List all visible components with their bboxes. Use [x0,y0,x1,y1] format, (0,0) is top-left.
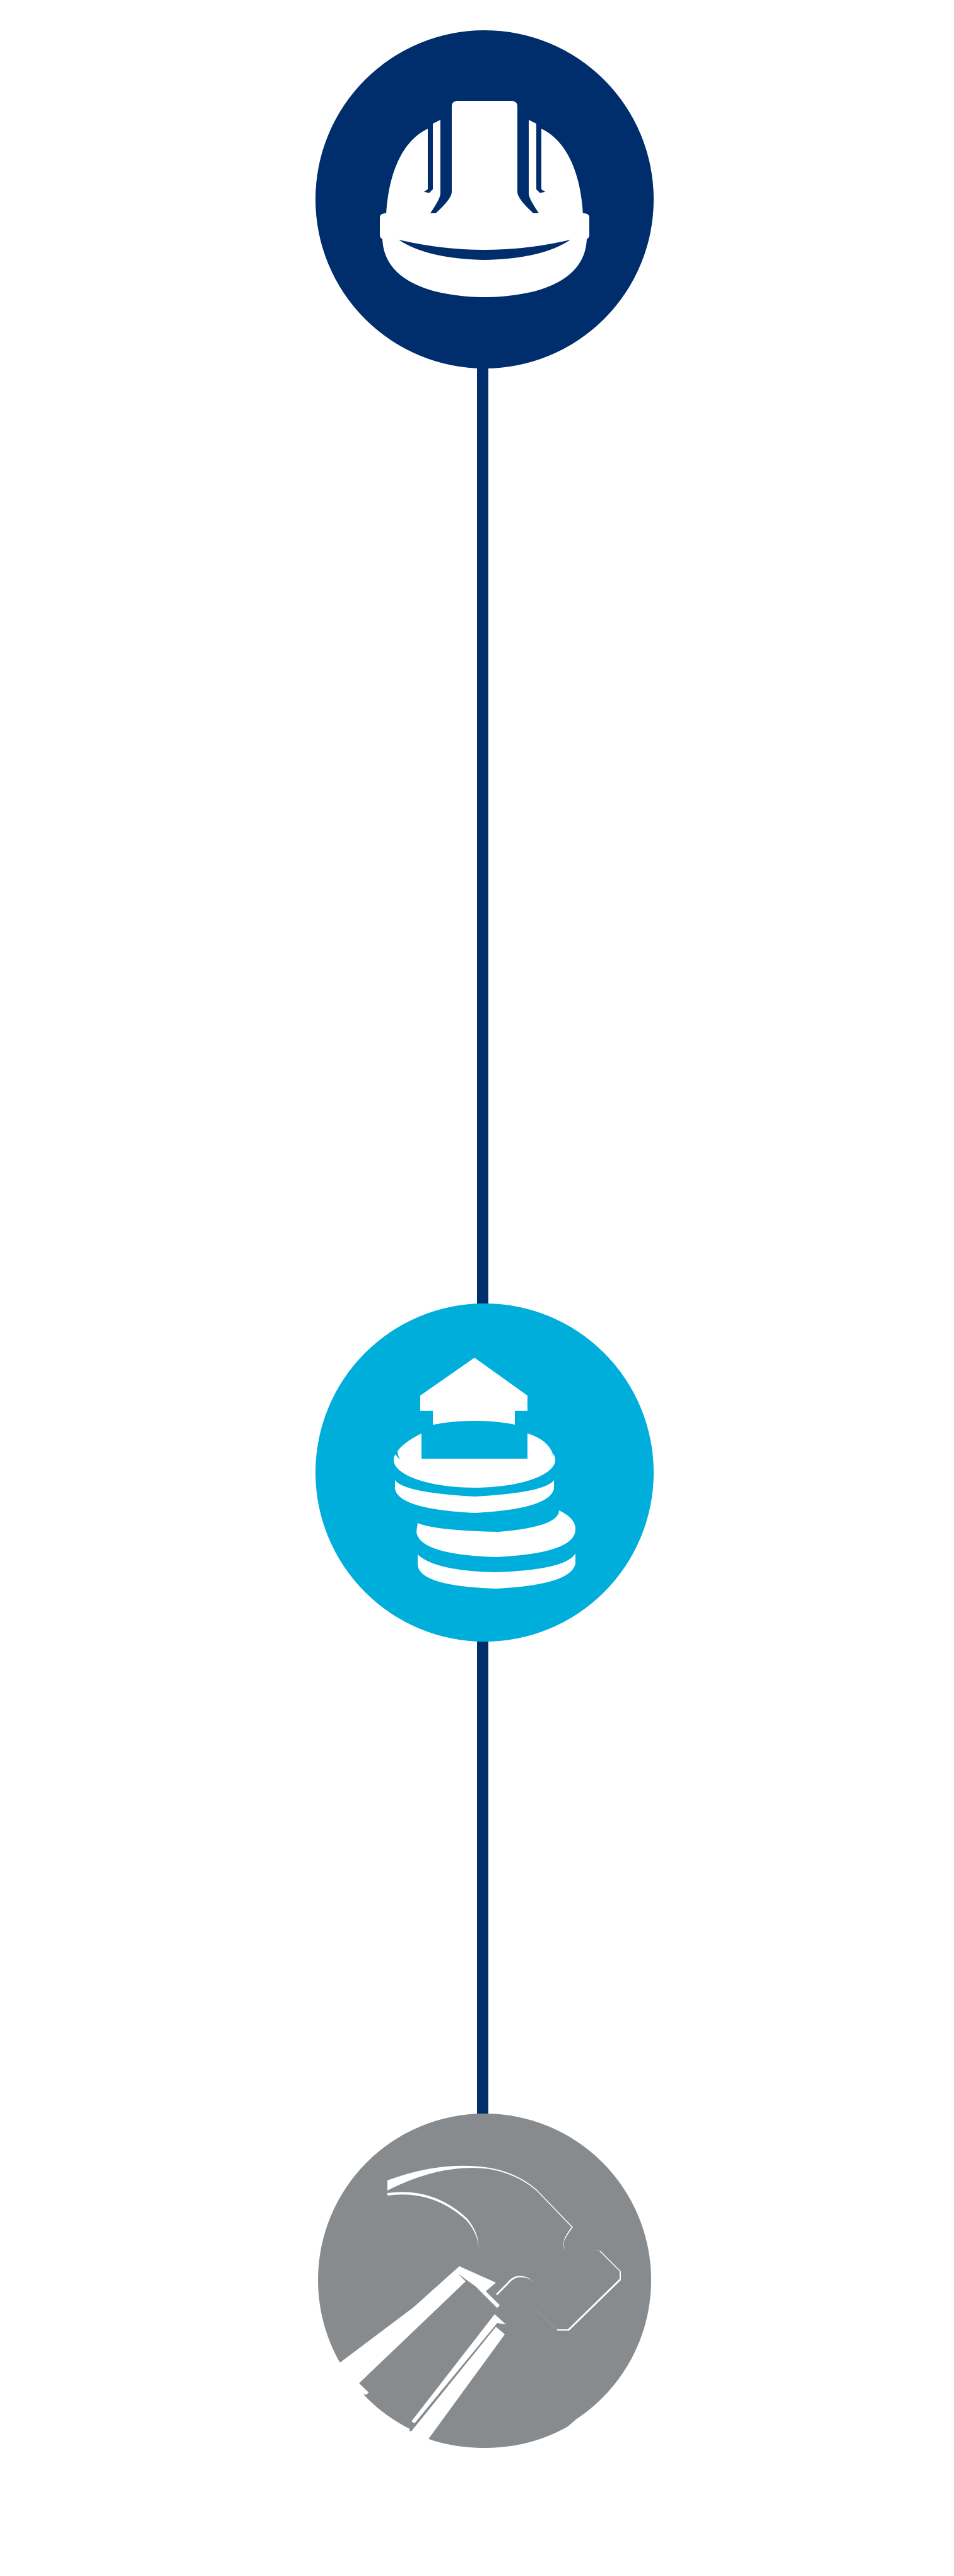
hard-hat-brim-shadow [399,240,570,260]
timeline-step-1 [315,30,654,368]
hammer-left-cut [315,2274,466,2391]
timeline-connector-line [477,366,488,2120]
timeline-step-3 [315,2114,651,2448]
hammer-handle [350,2274,490,2405]
hammer-silhouette [387,2168,620,2329]
hammer-bottom-cut [410,2327,505,2442]
timeline-step-2 [315,1303,654,1642]
hammer-handle-edge [459,2267,500,2308]
hammer-handle-shaft [409,2323,588,2448]
house-door [466,1427,478,1459]
